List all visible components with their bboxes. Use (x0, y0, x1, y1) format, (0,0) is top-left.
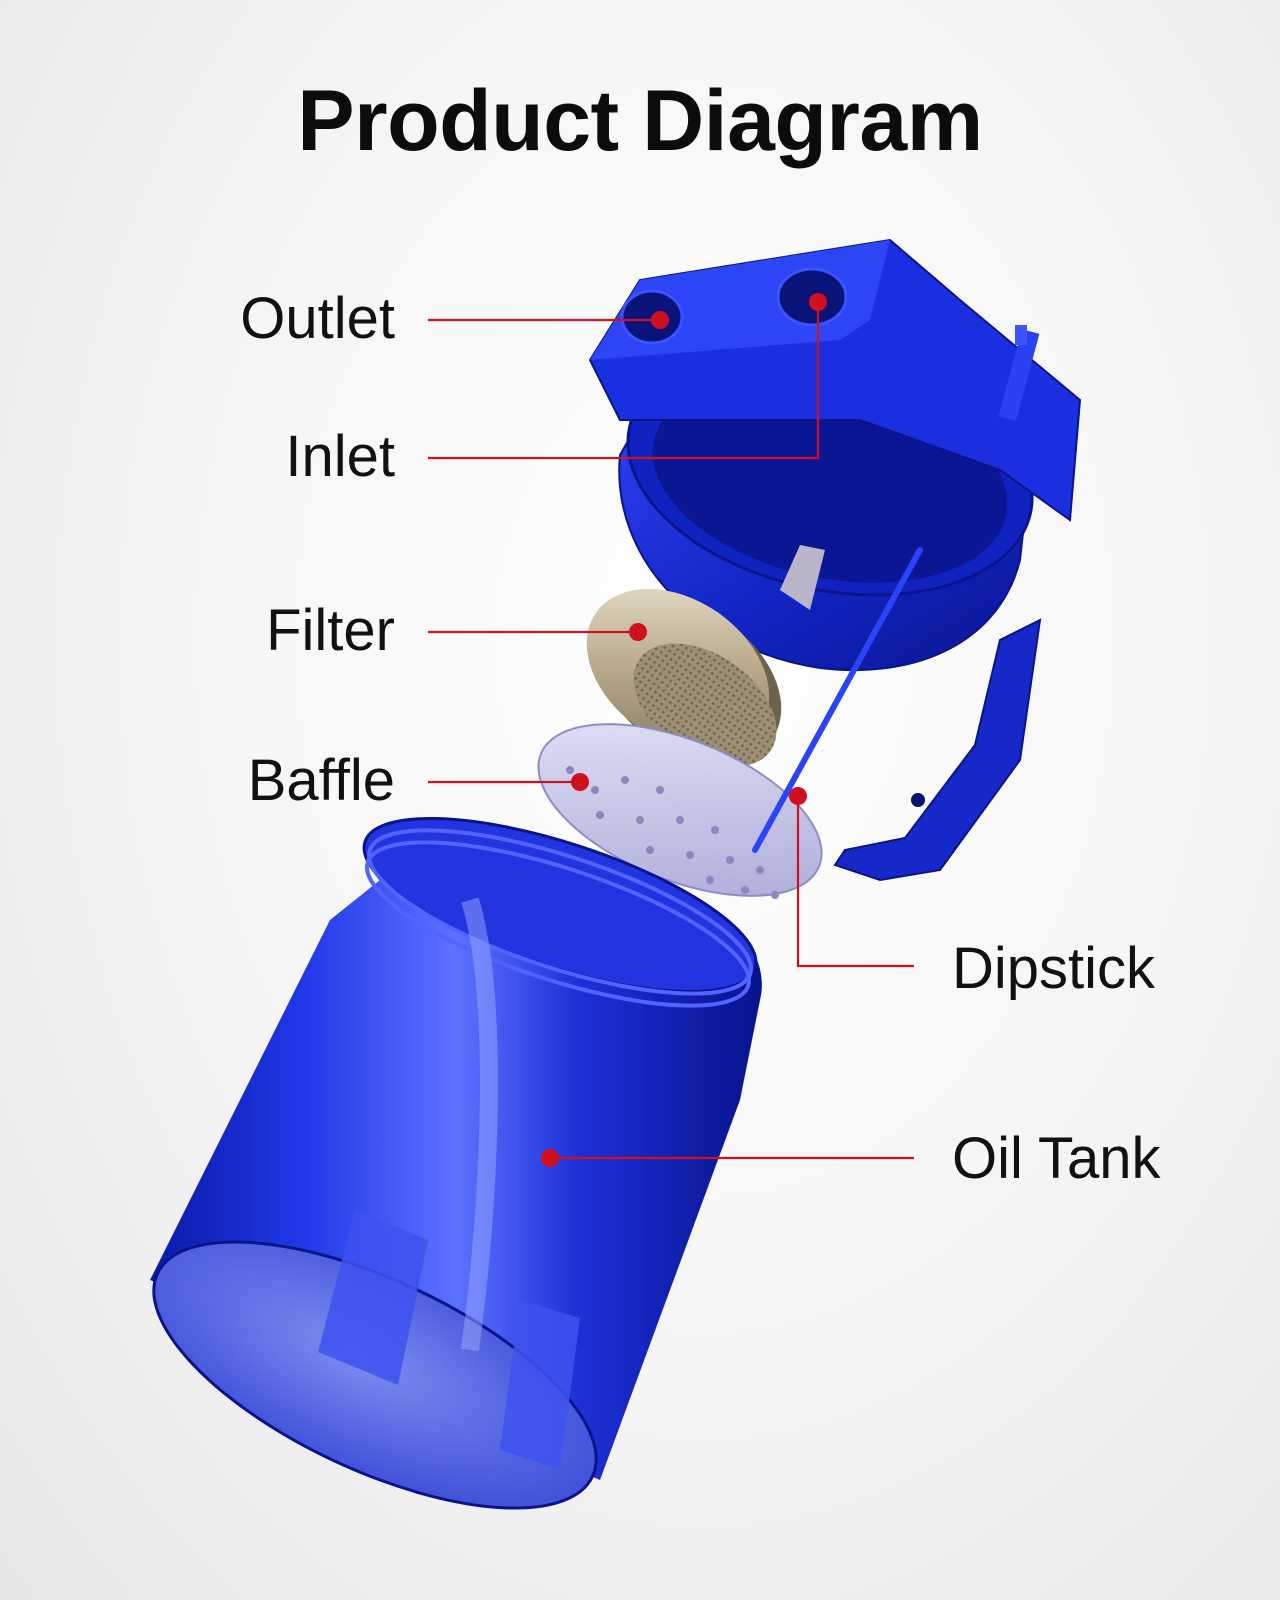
dipstick-marker (789, 787, 807, 805)
leader-dots (541, 293, 827, 1167)
dipstick-label: Dipstick (952, 936, 1156, 1001)
filter-label: Filter (266, 598, 395, 663)
oil-tank-marker (541, 1149, 559, 1167)
oil-tank-part (150, 816, 762, 1510)
inlet-label: Inlet (285, 424, 395, 489)
filter-marker (629, 623, 647, 641)
oil-tank-label: Oil Tank (952, 1126, 1161, 1191)
dipstick-part (752, 547, 923, 853)
inlet-leader-line (428, 302, 820, 460)
page-title: Product Diagram (297, 73, 983, 169)
baffle-label: Baffle (247, 748, 395, 813)
baffle-part (537, 723, 823, 899)
outlet-label: Outlet (240, 286, 395, 351)
inlet-marker (809, 293, 827, 311)
baffle-marker (571, 773, 589, 791)
leader-lines (428, 302, 914, 1160)
dipstick-leader-line (796, 796, 914, 968)
outlet-marker (651, 311, 669, 329)
cap-head-part (588, 238, 1082, 882)
